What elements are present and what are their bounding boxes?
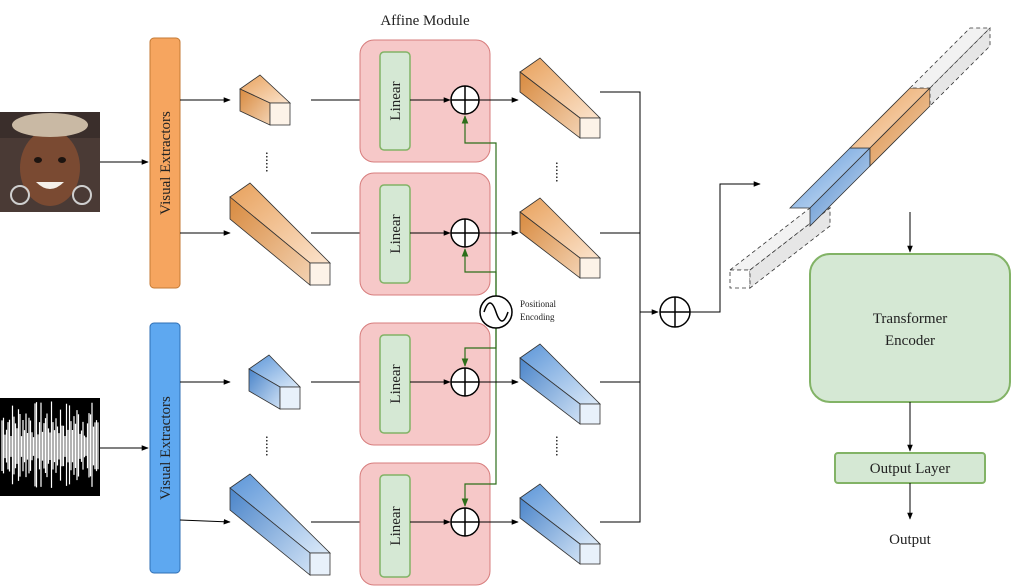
- linear-label-1: Linear: [388, 81, 404, 120]
- feature-bar-orange-long: [229, 182, 331, 286]
- affine-module-1: Linear: [359, 39, 491, 163]
- add-operator-3: [450, 367, 480, 397]
- affine-module-2: Linear: [359, 172, 491, 296]
- positional-encoding-connections: [461, 115, 497, 507]
- output-layer: Output Layer: [834, 452, 986, 484]
- positional-encoding-label-2: Encoding: [520, 312, 555, 322]
- feature-bar-blue-long: [229, 473, 331, 576]
- affine-module-title: Affine Module: [380, 13, 470, 29]
- feature-bar-blue-short: [248, 354, 301, 410]
- ellipsis-right-bottom: ......: [552, 436, 567, 457]
- projected-bar-blue-2: [519, 483, 601, 565]
- feature-bar-orange-short: [239, 74, 292, 126]
- output-layer-label: Output Layer: [870, 461, 950, 477]
- visual-extractor-top: Visual Extractors: [149, 37, 181, 289]
- concat-add-operator: [659, 296, 691, 328]
- visual-extractor-top-label: Visual Extractors: [158, 111, 174, 215]
- add-operator-1: [450, 85, 480, 115]
- face-image: [0, 112, 100, 212]
- transformer-encoder: Transformer Encoder: [809, 253, 1011, 403]
- audio-waveform-image: [0, 398, 100, 496]
- transformer-label-2: Encoder: [885, 333, 935, 349]
- output-label: Output: [889, 532, 932, 548]
- visual-extractor-bottom: Visual Extractors: [149, 322, 181, 574]
- linear-label-2: Linear: [388, 214, 404, 253]
- visual-extractor-bottom-label: Visual Extractors: [158, 396, 174, 500]
- positional-encoding-label-1: Positional: [520, 299, 557, 309]
- affine-module-4: Linear: [359, 462, 491, 586]
- positional-encoding-symbol: [479, 295, 513, 329]
- transformer-label-1: Transformer: [873, 311, 947, 327]
- linear-layer-2: [379, 184, 411, 284]
- to-sequence-arrow: [690, 181, 761, 313]
- extractor-arrow-4: [179, 518, 231, 525]
- add-operator-4: [450, 507, 480, 537]
- affine-module-3: Linear: [359, 322, 491, 446]
- linear-layer-3: [379, 334, 411, 434]
- linear-label-3: Linear: [388, 364, 404, 403]
- projected-bar-blue-1: [519, 343, 601, 425]
- ellipsis-left-top: ......: [262, 152, 277, 173]
- linear-label-4: Linear: [388, 506, 404, 545]
- ellipsis-left-bottom: ......: [262, 436, 277, 457]
- linear-layer-1: [379, 51, 411, 151]
- add-operator-2: [450, 218, 480, 248]
- linear-layer-4: [379, 474, 411, 578]
- merge-lines: [600, 91, 659, 523]
- ellipsis-right-top: ......: [552, 162, 567, 183]
- projected-bar-orange-2: [519, 197, 601, 279]
- projected-bar-orange-1: [519, 57, 601, 139]
- token-sequence: [728, 27, 991, 289]
